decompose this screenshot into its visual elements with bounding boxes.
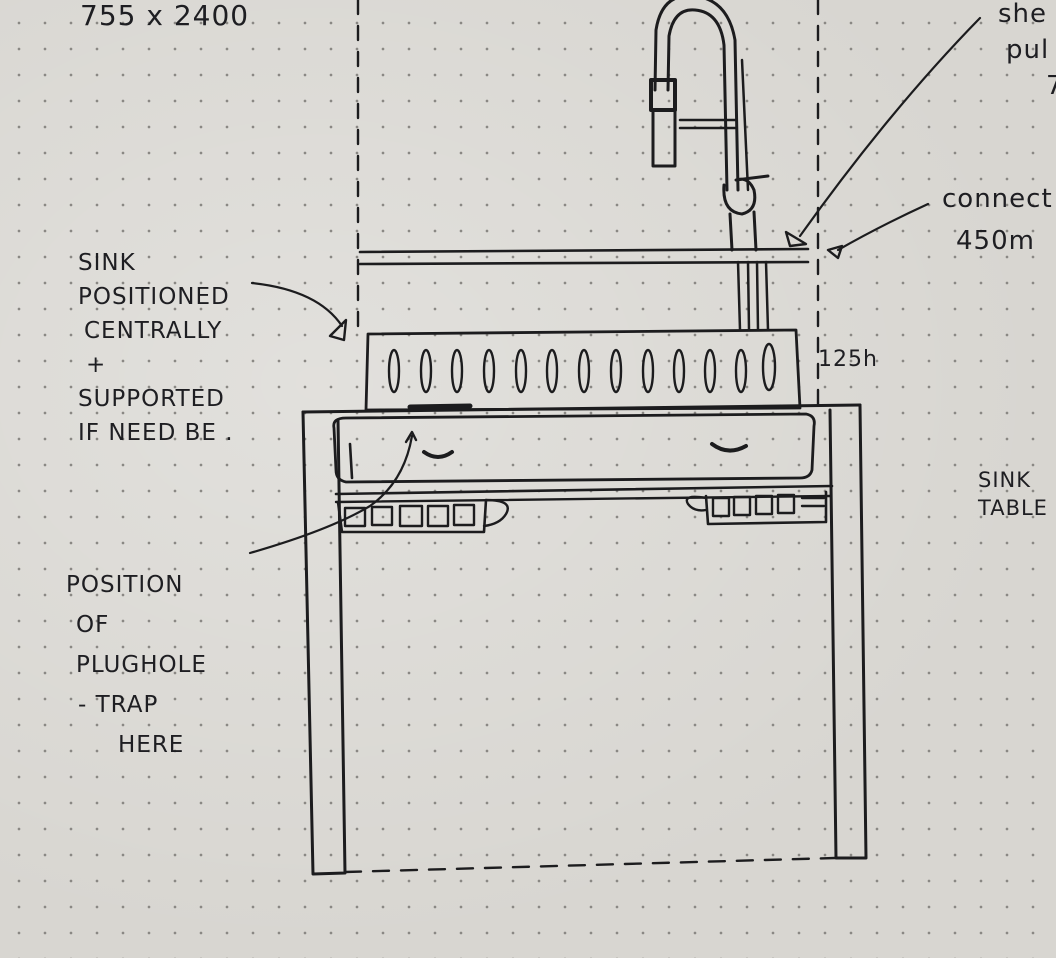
connect-note: connect 450m bbox=[942, 178, 1053, 262]
right-bracket bbox=[685, 490, 828, 526]
arrow-connect-head bbox=[826, 244, 844, 260]
top-right-line: she bbox=[998, 0, 1048, 29]
sink-positioned-line: SINK bbox=[78, 250, 136, 276]
plughole-line: - TRAP bbox=[78, 692, 159, 718]
plughole-note: POSITION OF PLUGHOLE - TRAP HERE bbox=[66, 565, 207, 765]
sink-positioned-line: POSITIONED bbox=[78, 284, 230, 310]
arrow-plughole bbox=[248, 434, 414, 555]
arrow-sink-centrally-head bbox=[328, 318, 348, 342]
sink-table-note: SINK TABLE bbox=[978, 466, 1048, 522]
top-right-line: 7 bbox=[1046, 71, 1056, 101]
sink-positioned-line: SUPPORTED bbox=[78, 386, 225, 412]
sink-height-note: 125h bbox=[818, 347, 878, 372]
top-right-line: pul bbox=[1006, 35, 1050, 65]
arrow-sink-centrally bbox=[250, 281, 344, 328]
plughole-line: PLUGHOLE bbox=[76, 652, 207, 678]
plughole-line: OF bbox=[76, 612, 110, 638]
drawer bbox=[332, 412, 816, 484]
top-right-note: she pul 7 bbox=[998, 0, 1056, 104]
sink-positioned-line: CENTRALLY bbox=[84, 318, 223, 344]
arrow-connect bbox=[836, 202, 930, 252]
sink-table-line: SINK bbox=[978, 468, 1032, 492]
plughole-line: POSITION bbox=[66, 572, 184, 598]
mixer-tap bbox=[649, 0, 770, 332]
worktop-bottom-line bbox=[358, 260, 810, 266]
table-frame bbox=[301, 403, 868, 876]
connect-line: connect bbox=[942, 184, 1053, 214]
arrow-plughole-head bbox=[404, 430, 418, 444]
arrow-shelf bbox=[798, 16, 982, 238]
connect-line: 450m bbox=[956, 226, 1035, 256]
arrow-shelf-head bbox=[784, 230, 808, 248]
sink-positioned-line: + bbox=[86, 352, 107, 378]
sink-table-line: TABLE bbox=[978, 496, 1048, 520]
bottom-dashed-guide bbox=[343, 856, 837, 874]
plughole-line: HERE bbox=[118, 732, 185, 758]
dimensions-note: 755 x 2400 bbox=[80, 0, 250, 32]
left-bracket bbox=[336, 498, 509, 534]
sink-basin bbox=[364, 328, 802, 412]
worktop-top-line bbox=[358, 247, 810, 254]
sink-positioned-note: SINK POSITIONED CENTRALLY + SUPPORTED IF… bbox=[78, 246, 234, 450]
sink-positioned-line: IF NEED BE . bbox=[78, 420, 234, 446]
